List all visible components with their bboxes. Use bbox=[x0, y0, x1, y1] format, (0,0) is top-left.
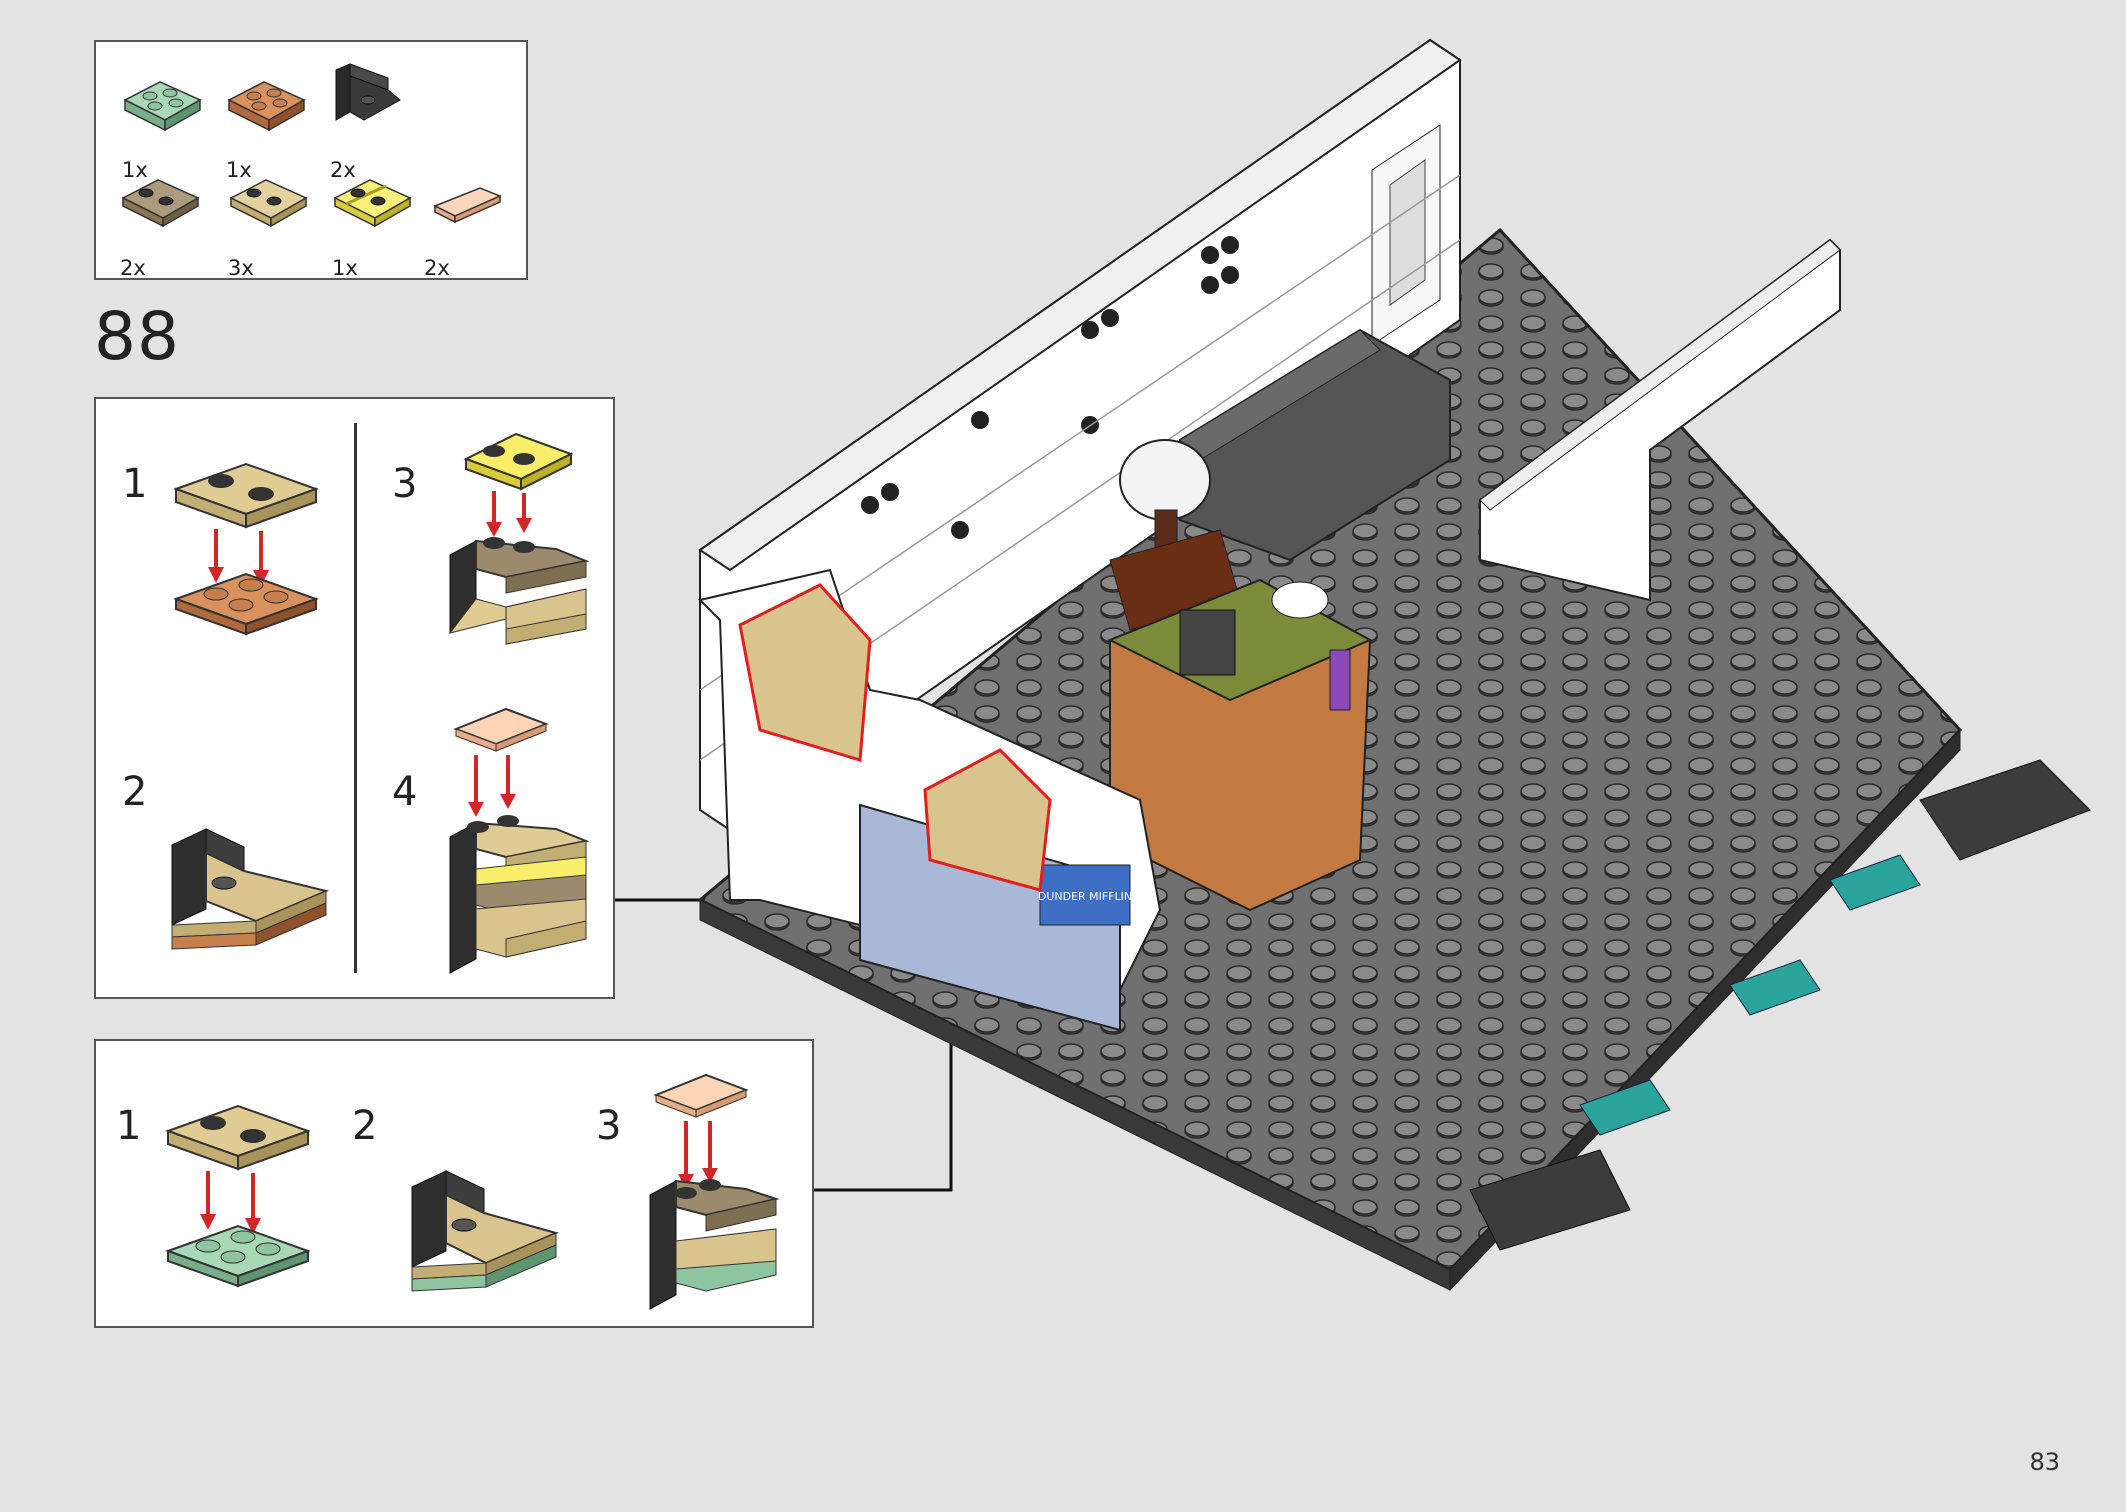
substep-b2-illustration bbox=[411, 1170, 560, 1292]
callout-line-b bbox=[814, 900, 953, 1192]
part-black-bracket: 2x bbox=[328, 60, 418, 182]
light-nougat-tile-icon bbox=[433, 187, 502, 224]
dark-tan-plate-icon bbox=[121, 179, 200, 228]
part-qty: 1x bbox=[226, 158, 252, 182]
sand-green-plate-icon bbox=[123, 81, 202, 132]
substep-label: 2 bbox=[352, 1103, 378, 1149]
black-bracket-icon bbox=[335, 63, 401, 121]
part-dark-tan-plate: 2x bbox=[118, 168, 208, 280]
yellow-grille-plate-icon bbox=[333, 179, 412, 228]
arrow-up-icon bbox=[940, 894, 962, 922]
page-number: 83 bbox=[2029, 1448, 2060, 1476]
substep-label: 3 bbox=[596, 1103, 622, 1149]
substep-a1-illustration bbox=[173, 462, 319, 636]
arrow-up-icon bbox=[772, 730, 794, 758]
substep-a3-illustration bbox=[448, 432, 590, 645]
part-tan-plate: 3x bbox=[226, 168, 316, 280]
substep-label: 1 bbox=[122, 461, 148, 507]
part-qty: 1x bbox=[122, 158, 148, 182]
parts-list-panel: 1x 1x 2x 2x bbox=[94, 40, 528, 280]
part-yellow-grille-plate: 1x bbox=[330, 168, 420, 280]
part-sand-green-plate: 1x bbox=[120, 70, 210, 182]
part-qty: 3x bbox=[228, 256, 254, 280]
callout-line-a bbox=[615, 735, 785, 902]
part-qty: 2x bbox=[424, 256, 450, 280]
substep-label: 3 bbox=[392, 461, 418, 507]
subassembly-divider bbox=[354, 423, 357, 973]
part-qty: 2x bbox=[330, 158, 356, 182]
step-number: 88 bbox=[94, 298, 180, 375]
substep-b1-illustration bbox=[165, 1104, 311, 1288]
subassembly-a-panel: 1 2 3 4 bbox=[94, 397, 615, 999]
nougat-plate-icon bbox=[227, 81, 306, 132]
substep-label: 2 bbox=[122, 769, 148, 815]
substep-a4-illustration bbox=[449, 707, 590, 974]
tan-plate-icon bbox=[229, 179, 308, 228]
part-qty: 1x bbox=[332, 256, 358, 280]
substep-label: 4 bbox=[392, 769, 418, 815]
part-nougat-plate: 1x bbox=[224, 70, 314, 182]
substep-a2-illustration bbox=[171, 828, 330, 950]
part-qty: 2x bbox=[120, 256, 146, 280]
substep-label: 1 bbox=[116, 1103, 142, 1149]
part-light-nougat-tile: 2x bbox=[424, 176, 520, 280]
